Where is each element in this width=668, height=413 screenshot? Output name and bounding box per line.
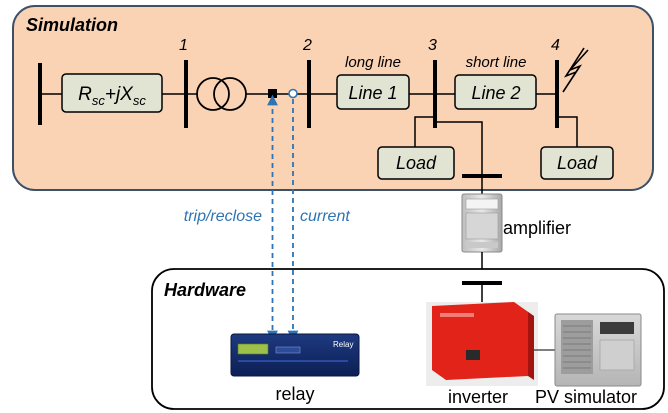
relay-image xyxy=(230,333,360,377)
wire-bus4-load2 xyxy=(557,116,578,147)
relay-screen-label: Relay xyxy=(333,340,353,349)
inverter-caption: inverter xyxy=(448,387,508,407)
load-2-box xyxy=(540,146,614,180)
hardware-title: Hardware xyxy=(164,280,246,300)
line-2-box xyxy=(454,74,537,110)
trip-reclose-label: trip/reclose xyxy=(184,208,262,225)
current-label: current xyxy=(300,208,350,225)
simulation-panel xyxy=(12,5,654,191)
bus-3-label: 3 xyxy=(428,37,437,54)
amplifier-image xyxy=(461,193,503,253)
bus-2-label: 2 xyxy=(302,37,312,54)
line-1-caption: long line xyxy=(345,54,401,71)
relay-caption: relay xyxy=(275,384,314,404)
pv-simulator-caption: PV simulator xyxy=(535,387,637,407)
line-1-box xyxy=(336,74,410,110)
line-2-label: Line 2 xyxy=(471,83,520,103)
line-1-label: Line 1 xyxy=(348,83,397,103)
impedance-box xyxy=(61,73,163,113)
pv-simulator-image xyxy=(554,313,642,387)
load-1-box xyxy=(377,146,455,180)
breaker-node xyxy=(268,89,277,98)
line-2-caption: short line xyxy=(466,54,527,71)
simulation-title: Simulation xyxy=(26,15,118,35)
fault-lightning-icon xyxy=(562,47,589,93)
impedance-label: Rsc+jXsc xyxy=(78,84,146,108)
bus-1-label: 1 xyxy=(179,37,188,54)
inverter-image xyxy=(426,302,538,386)
load-2-label: Load xyxy=(557,153,598,173)
load-1-label: Load xyxy=(396,153,437,173)
wire-bus3-interface xyxy=(435,121,483,176)
wire-bus3-load1 xyxy=(414,116,435,147)
current-sensor-node xyxy=(288,88,298,99)
amplifier-label: amplifier xyxy=(503,218,571,238)
bus-4-label: 4 xyxy=(551,37,560,54)
